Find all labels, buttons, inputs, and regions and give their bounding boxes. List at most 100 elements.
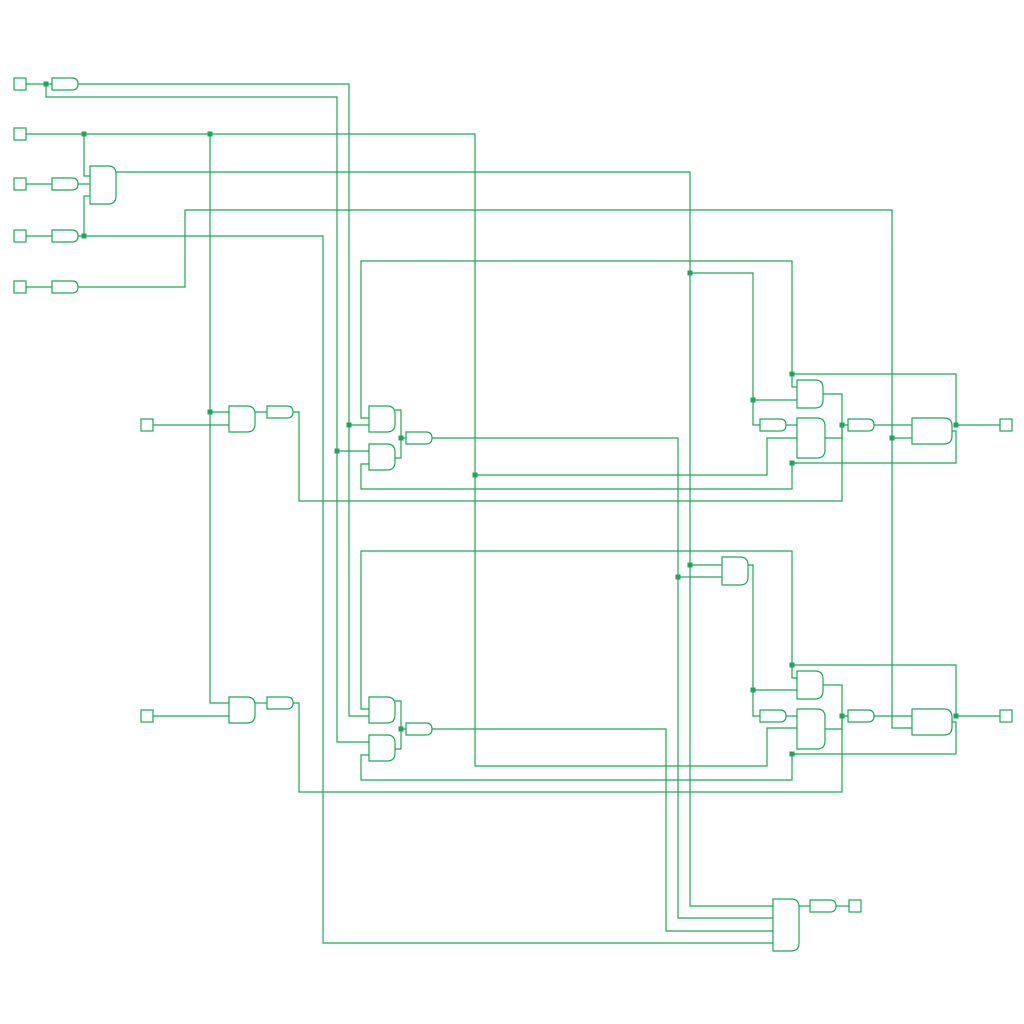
junction-dot-5 xyxy=(207,409,213,415)
output-pin-1 xyxy=(999,418,1013,432)
wire-2 xyxy=(78,83,369,426)
junction-dot-23 xyxy=(789,751,795,757)
junction-dot-16 xyxy=(889,435,895,441)
junction-dot-12 xyxy=(789,371,795,377)
and-gate-11 xyxy=(796,708,826,750)
and-gate-13 xyxy=(911,417,953,445)
junction-dot-19 xyxy=(750,687,756,693)
buffer-gate-2 xyxy=(51,177,79,191)
wire-6 xyxy=(209,134,229,413)
buffer-gate-10 xyxy=(759,709,787,723)
input-pin-3 xyxy=(13,177,27,191)
wire-45 xyxy=(395,729,402,750)
and-gate-8 xyxy=(796,379,824,409)
junction-dot-1 xyxy=(43,81,49,87)
input-pin-5 xyxy=(13,280,27,294)
buffer-gate-12 xyxy=(847,709,875,723)
and-gate-14 xyxy=(911,708,953,736)
buffer-gate-6 xyxy=(266,696,294,710)
input-pin-4 xyxy=(13,229,27,243)
wire-39 xyxy=(748,564,760,717)
wire-36 xyxy=(791,374,797,388)
wire-12 xyxy=(78,195,90,237)
wire-31 xyxy=(823,393,843,425)
wire-13 xyxy=(84,235,773,944)
junction-dot-6 xyxy=(346,422,352,428)
wire-10 xyxy=(116,171,722,578)
wire-3 xyxy=(45,84,369,452)
and-gate-3 xyxy=(228,696,256,724)
wire-7 xyxy=(209,412,229,704)
wire-20 xyxy=(348,425,369,717)
and-gate-7 xyxy=(368,734,396,762)
input-pin-1 xyxy=(13,77,27,91)
and-gate-12 xyxy=(721,556,749,586)
buffer-gate-1 xyxy=(51,77,79,91)
input-pin-6 xyxy=(140,418,154,432)
junction-dot-3 xyxy=(207,131,213,137)
wire-5 xyxy=(83,134,90,177)
input-pin-7 xyxy=(140,709,154,723)
junction-dot-9 xyxy=(472,472,478,478)
and-gate-10 xyxy=(796,670,824,700)
wire-56 xyxy=(689,577,773,907)
junction-dot-24 xyxy=(398,726,404,732)
junction-dot-14 xyxy=(953,422,959,428)
and-gate-5 xyxy=(368,443,396,471)
wire-25 xyxy=(360,260,957,425)
junction-dot-11 xyxy=(750,397,756,403)
junction-dot-18 xyxy=(675,574,681,580)
wire-47 xyxy=(360,550,957,716)
junction-dot-21 xyxy=(839,713,845,719)
wire-27 xyxy=(475,437,797,476)
junction-dot-17 xyxy=(687,562,693,568)
and-gate-6 xyxy=(368,696,396,724)
buffer-gate-9 xyxy=(759,418,787,432)
junction-dot-7 xyxy=(334,448,340,454)
buffer-gate-3 xyxy=(51,229,79,243)
wire-44 xyxy=(395,700,406,730)
wire-46 xyxy=(432,728,773,932)
junction-dot-4 xyxy=(81,233,87,239)
buffer-gate-5 xyxy=(266,405,294,419)
gates xyxy=(51,77,953,952)
wire-32 xyxy=(825,425,843,439)
wire-48 xyxy=(360,753,797,781)
wire-22 xyxy=(395,409,406,439)
output-pin-2 xyxy=(999,709,1013,723)
and-gate-9 xyxy=(796,417,826,459)
junction-dot-15 xyxy=(789,460,795,466)
buffer-gate-4 xyxy=(51,280,79,294)
junction-dot-22 xyxy=(953,713,959,719)
wire-55 xyxy=(791,665,797,679)
input-pin-2 xyxy=(13,127,27,141)
wire-34 xyxy=(792,430,957,464)
wire-51 xyxy=(825,716,843,730)
wire-4 xyxy=(26,133,797,767)
junction-dot-10 xyxy=(687,270,693,276)
output-pin-3 xyxy=(848,899,862,913)
junction-dot-20 xyxy=(789,662,795,668)
junction-dot-13 xyxy=(839,422,845,428)
wire-21 xyxy=(336,451,369,743)
wire-26 xyxy=(360,462,797,490)
and-gate-15 xyxy=(772,898,800,952)
wires xyxy=(26,83,1000,944)
wire-28 xyxy=(690,272,760,426)
wire-24 xyxy=(432,437,773,919)
junctions xyxy=(43,81,959,757)
pins xyxy=(13,77,1013,913)
and-gate-2 xyxy=(228,405,256,433)
buffer-gate-7 xyxy=(405,431,433,445)
wire-15 xyxy=(78,209,912,729)
junction-dot-8 xyxy=(398,435,404,441)
junction-dot-2 xyxy=(81,131,87,137)
buffer-gate-11 xyxy=(847,418,875,432)
wire-50 xyxy=(823,684,843,716)
and-gate-4 xyxy=(368,405,396,433)
and-gate-1 xyxy=(89,165,117,205)
buffer-gate-8 xyxy=(405,722,433,736)
buffer-gate-13 xyxy=(809,899,837,913)
wire-53 xyxy=(792,721,957,755)
